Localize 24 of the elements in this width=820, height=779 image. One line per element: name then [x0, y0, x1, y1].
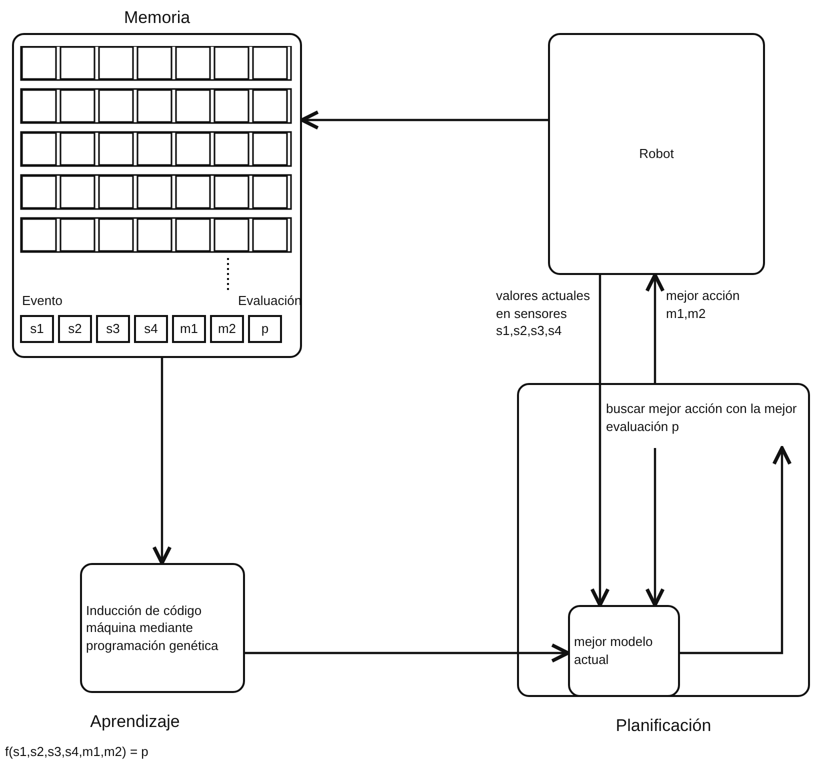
box-text: Inducción de código máquina mediante programación genética — [86, 602, 220, 654]
arrow — [645, 273, 665, 383]
arrow — [645, 448, 665, 607]
box-text: mejor modelo actual — [574, 633, 654, 669]
box-text: Robot — [639, 145, 674, 163]
memory-cell: m1 — [172, 315, 206, 343]
formula-text: f(s1,s2,s3,s4,m1,m2) = p — [5, 743, 148, 761]
memory-cell: s1 — [20, 315, 54, 343]
memory-cell: s4 — [134, 315, 168, 343]
memory-cell: s3 — [96, 315, 130, 343]
arrow — [680, 446, 792, 654]
panel-title: Aprendizaje — [89, 711, 181, 733]
memory-cell: m2 — [210, 315, 244, 343]
column-label: Evaluación — [238, 292, 302, 310]
panel-title: Memoria — [122, 7, 192, 29]
column-label: Evento — [22, 292, 62, 310]
note-text: buscar mejor acción con la mejor evaluación p — [606, 400, 798, 436]
memory-cell: p — [248, 315, 282, 343]
arrow — [152, 358, 172, 565]
arrow — [590, 275, 610, 607]
arrow — [245, 643, 570, 663]
arrow — [300, 110, 548, 130]
panel-title: Planificación — [614, 715, 712, 737]
memory-cell: s2 — [58, 315, 92, 343]
